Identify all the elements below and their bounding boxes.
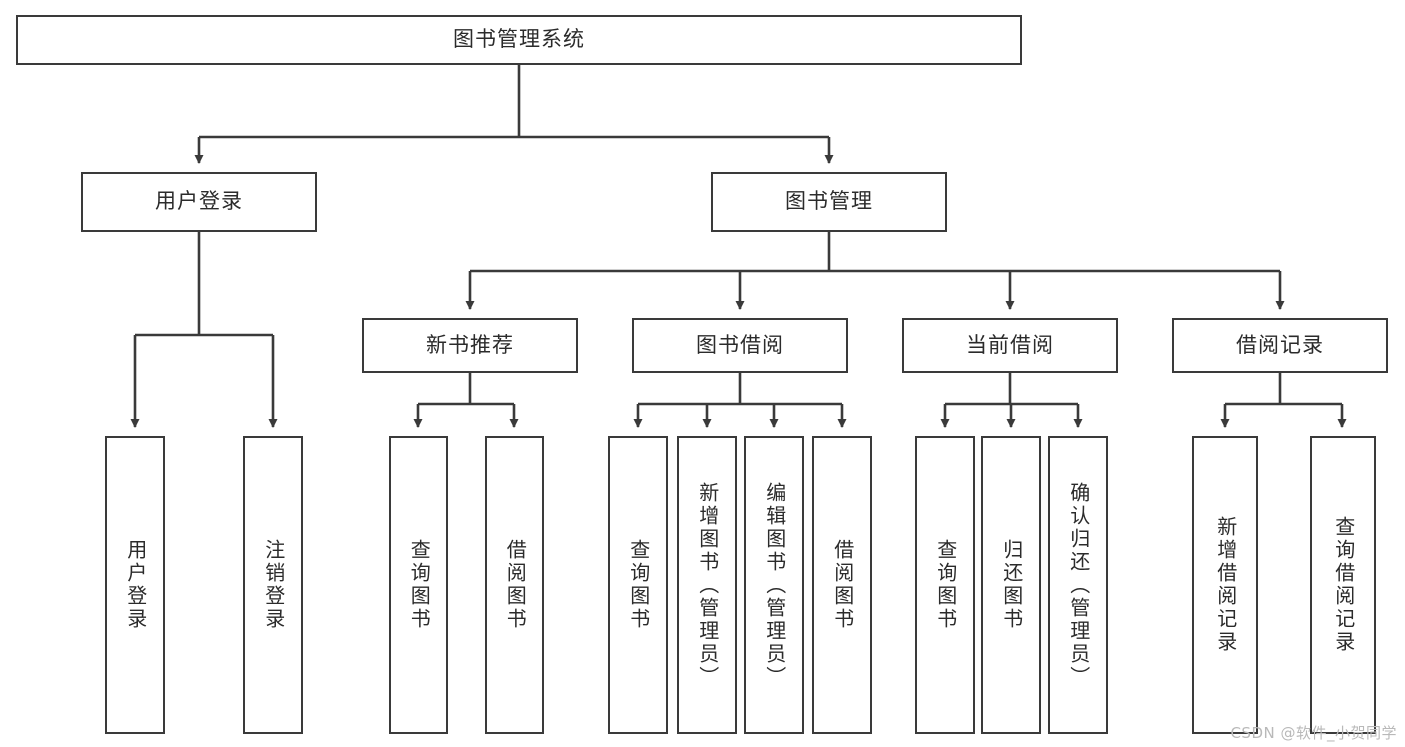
node-leaf-add-book-admin-label: 新增图书（管理员） <box>695 481 720 689</box>
node-leaf-user-login[interactable]: 用户登录 <box>105 436 165 734</box>
node-leaf-add-book-admin[interactable]: 新增图书（管理员） <box>677 436 737 734</box>
node-leaf-add-borrow-record-label: 新增借阅记录 <box>1213 516 1238 654</box>
node-leaf-add-borrow-record[interactable]: 新增借阅记录 <box>1192 436 1258 734</box>
node-root[interactable]: 图书管理系统 <box>16 15 1022 65</box>
node-leaf-edit-book-admin-label: 编辑图书（管理员） <box>762 481 787 689</box>
node-leaf-borrow-book[interactable]: 借阅图书 <box>812 436 872 734</box>
node-leaf-query-book-borrow-label: 查询图书 <box>626 539 651 631</box>
node-book-borrow-label: 图书借阅 <box>696 332 784 357</box>
node-leaf-user-logout-label: 注销登录 <box>261 539 286 631</box>
node-leaf-borrow-book-rec-label: 借阅图书 <box>503 539 528 631</box>
node-book-borrow[interactable]: 图书借阅 <box>632 318 848 373</box>
node-borrow-record-label: 借阅记录 <box>1236 332 1324 357</box>
node-leaf-query-book-borrow[interactable]: 查询图书 <box>608 436 668 734</box>
node-leaf-edit-book-admin[interactable]: 编辑图书（管理员） <box>744 436 804 734</box>
node-current-borrow-label: 当前借阅 <box>966 332 1054 357</box>
node-leaf-confirm-return-admin[interactable]: 确认归还（管理员） <box>1048 436 1108 734</box>
node-book-management[interactable]: 图书管理 <box>711 172 947 232</box>
node-leaf-query-book-rec[interactable]: 查询图书 <box>389 436 448 734</box>
node-leaf-user-logout[interactable]: 注销登录 <box>243 436 303 734</box>
node-root-label: 图书管理系统 <box>453 27 585 52</box>
node-user-login-label: 用户登录 <box>155 189 243 214</box>
node-new-book-recommend[interactable]: 新书推荐 <box>362 318 578 373</box>
node-current-borrow[interactable]: 当前借阅 <box>902 318 1118 373</box>
csdn-watermark: CSDN @软件_小贺同学 <box>1230 724 1397 742</box>
node-leaf-query-book-current[interactable]: 查询图书 <box>915 436 975 734</box>
node-user-login[interactable]: 用户登录 <box>81 172 317 232</box>
node-borrow-record[interactable]: 借阅记录 <box>1172 318 1388 373</box>
node-new-book-recommend-label: 新书推荐 <box>426 332 514 357</box>
node-book-management-label: 图书管理 <box>785 189 873 214</box>
node-leaf-return-book-label: 归还图书 <box>999 539 1024 631</box>
node-leaf-confirm-return-admin-label: 确认归还（管理员） <box>1066 481 1091 689</box>
node-leaf-query-book-current-label: 查询图书 <box>933 539 958 631</box>
node-leaf-query-borrow-record[interactable]: 查询借阅记录 <box>1310 436 1376 734</box>
node-leaf-borrow-book-label: 借阅图书 <box>830 539 855 631</box>
node-leaf-user-login-label: 用户登录 <box>123 539 148 631</box>
node-leaf-query-book-rec-label: 查询图书 <box>407 539 432 631</box>
node-leaf-return-book[interactable]: 归还图书 <box>981 436 1041 734</box>
node-leaf-borrow-book-rec[interactable]: 借阅图书 <box>485 436 544 734</box>
node-leaf-query-borrow-record-label: 查询借阅记录 <box>1331 516 1356 654</box>
